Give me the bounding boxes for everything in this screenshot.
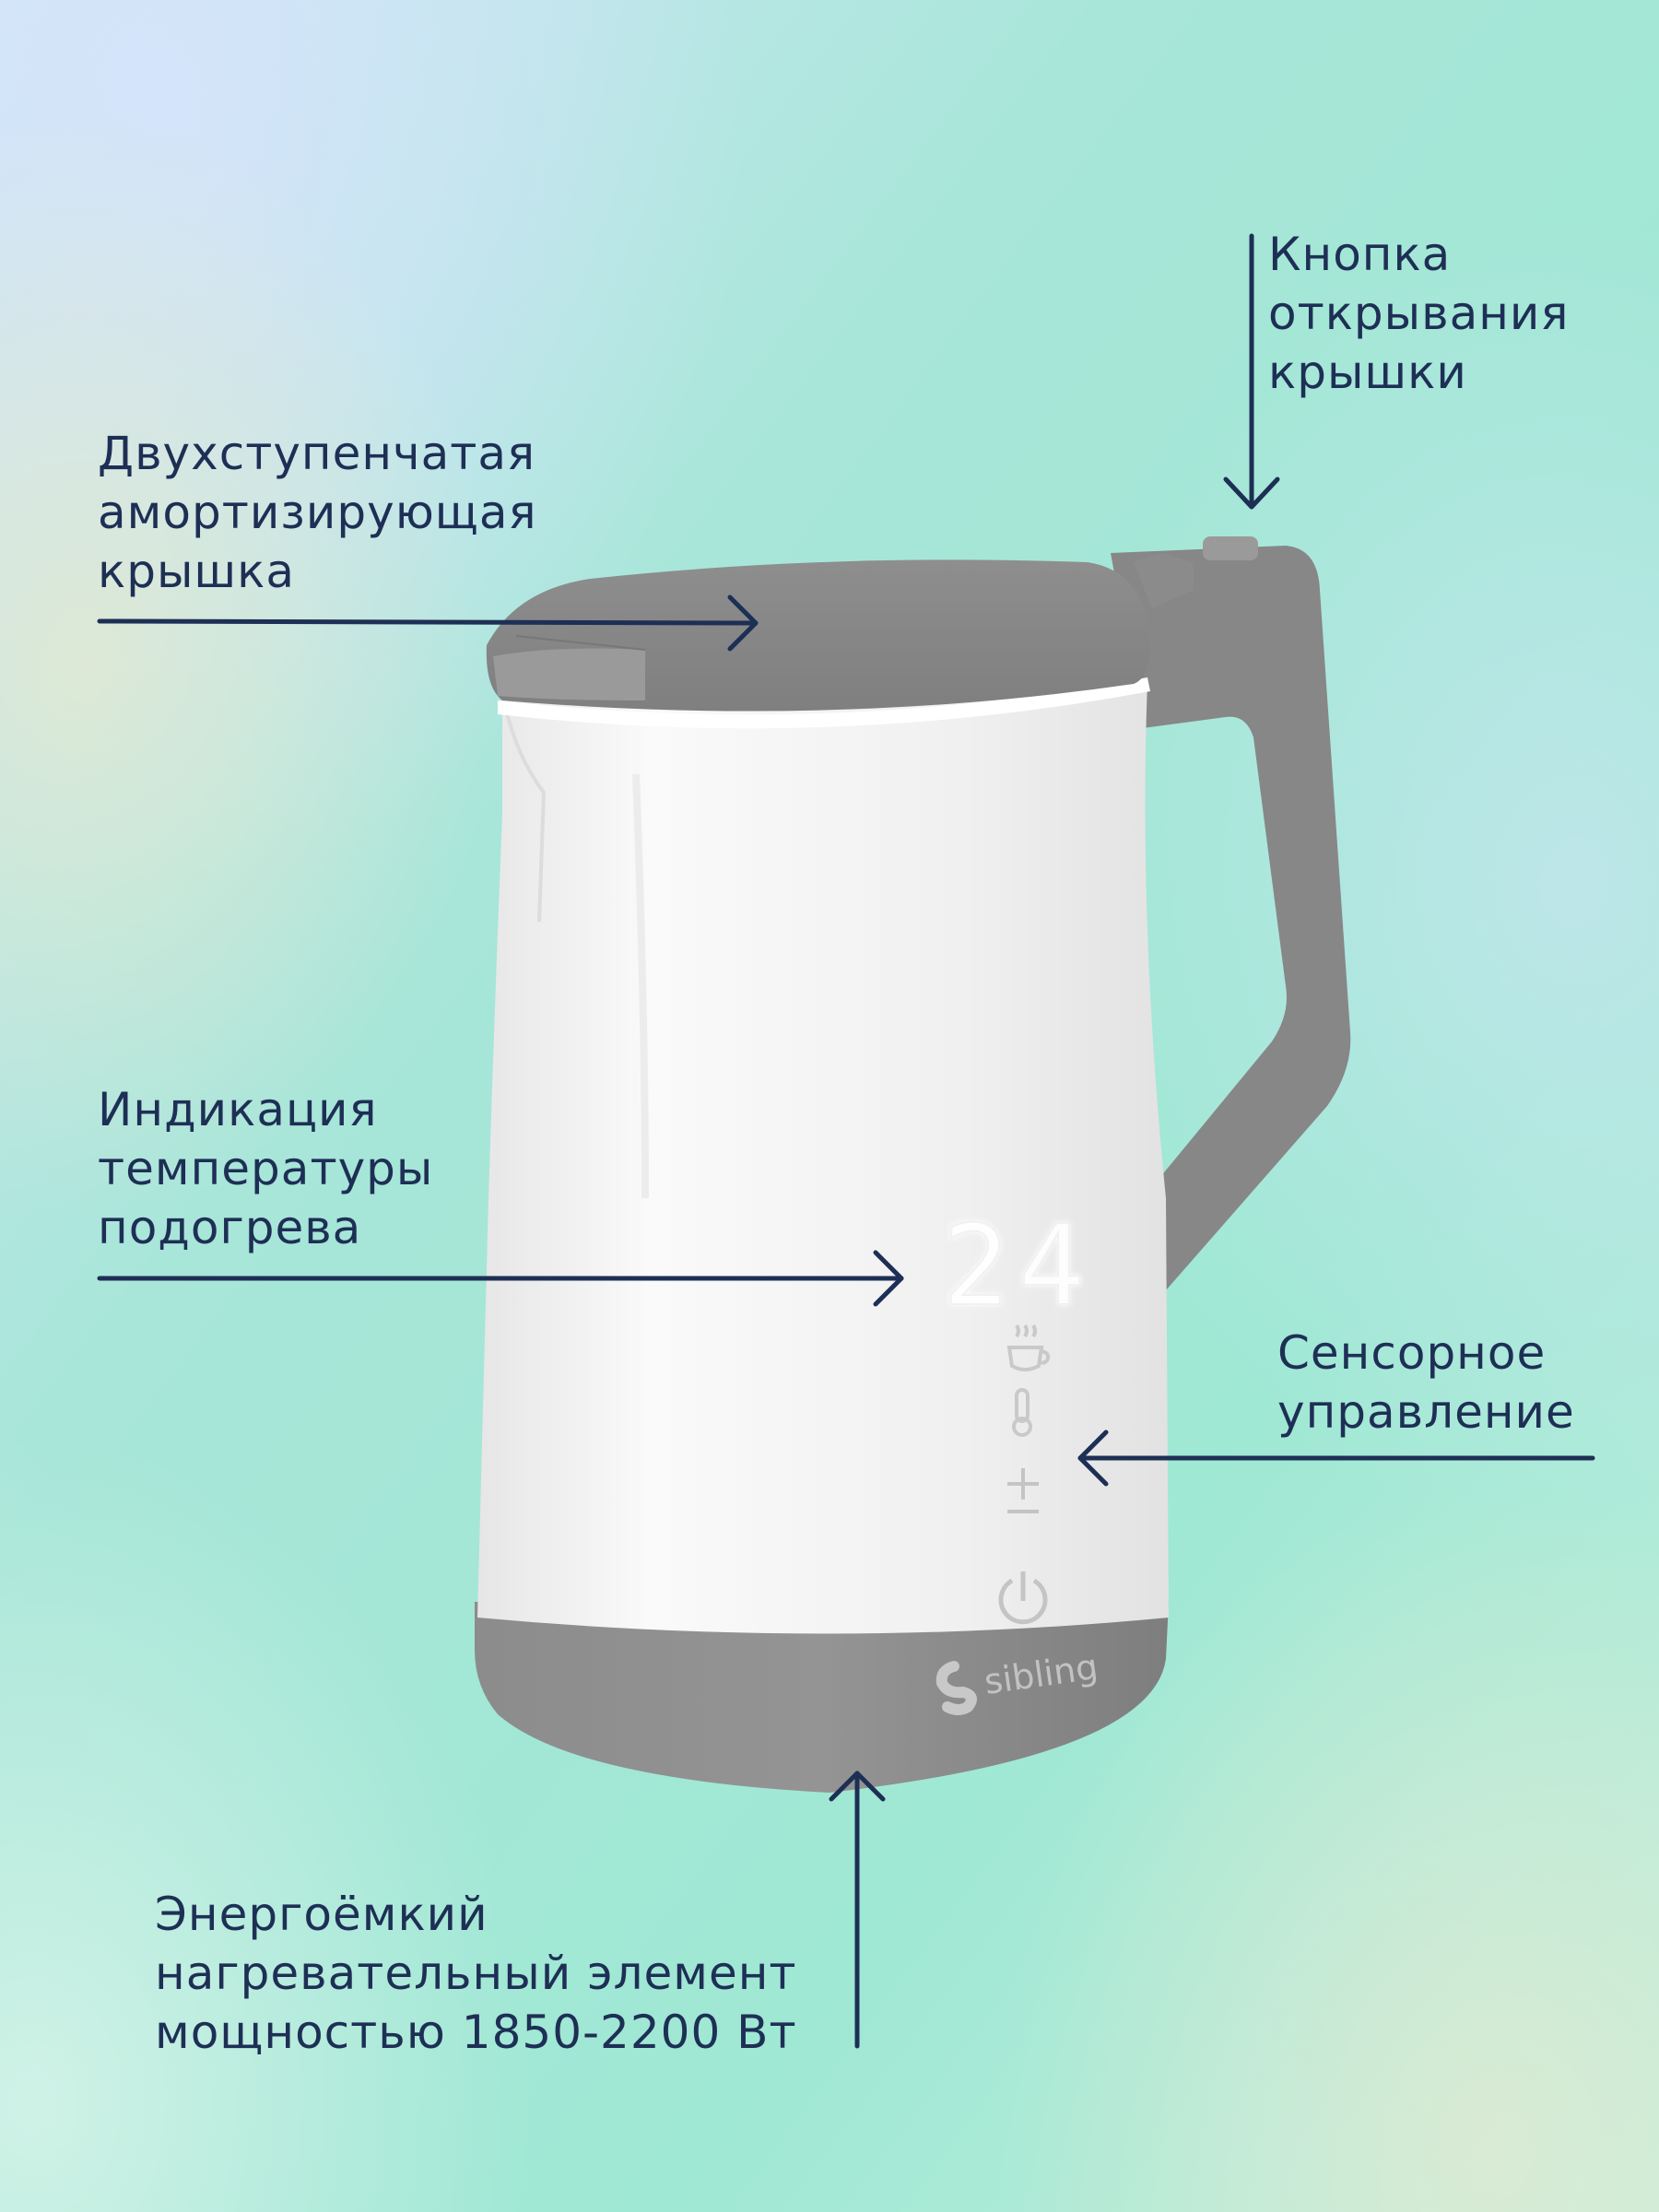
kettle-body bbox=[477, 682, 1169, 1634]
label-lid: Двухступенчатая амортизирующая крышка bbox=[98, 427, 537, 598]
callout-arrows bbox=[97, 233, 1595, 2049]
label-touch-control: Сенсорное управление bbox=[1277, 1326, 1575, 1439]
label-lid-button: Кнопка открывания крышки bbox=[1268, 228, 1570, 399]
label-heater: Энергоёмкий нагревательный элемент мощно… bbox=[155, 1888, 797, 2059]
plus-minus-icon[interactable] bbox=[1007, 1468, 1039, 1513]
brand-logo-icon bbox=[935, 1661, 977, 1715]
cup-icon[interactable] bbox=[1006, 1324, 1051, 1371]
kettle-base bbox=[475, 1602, 1169, 1793]
lid-release-button bbox=[1203, 536, 1258, 560]
kettle-lid bbox=[486, 559, 1150, 712]
power-icon[interactable] bbox=[998, 1571, 1048, 1625]
label-temperature: Индикация температуры подогрева bbox=[98, 1083, 434, 1254]
temperature-display: 24 bbox=[943, 1203, 1095, 1331]
kettle-handle bbox=[1111, 546, 1351, 1290]
arrow-lid bbox=[97, 618, 759, 626]
thermometer-icon[interactable] bbox=[1012, 1388, 1032, 1437]
